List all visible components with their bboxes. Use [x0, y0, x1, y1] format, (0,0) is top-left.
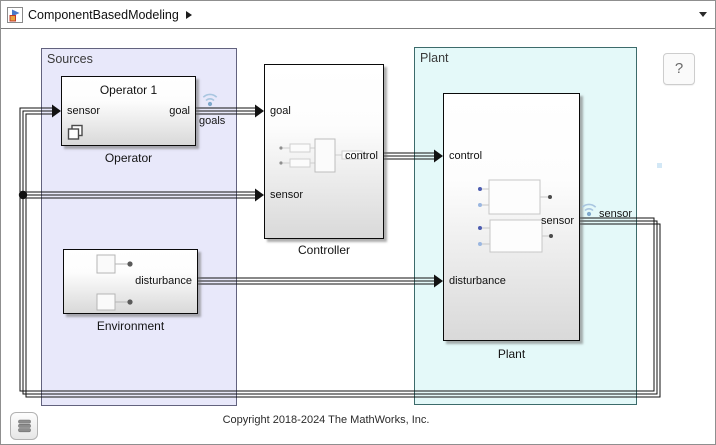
- wireless-icon[interactable]: [580, 200, 598, 217]
- port-label-goal: goal: [270, 105, 291, 117]
- port-label-control: control: [449, 150, 483, 162]
- wire-control[interactable]: [384, 152, 434, 160]
- stack-icon: [17, 419, 31, 433]
- arrowhead-icon: [255, 104, 264, 118]
- area-plant-label[interactable]: Plant: [420, 51, 449, 65]
- block-environment[interactable]: disturbance: [63, 249, 198, 314]
- dropdown-caret-icon[interactable]: [699, 12, 707, 17]
- port-label-disturbance: disturbance: [449, 275, 506, 287]
- block-plant-name[interactable]: Plant: [497, 347, 526, 361]
- signal-wires[interactable]: [1, 29, 715, 445]
- simulink-model-icon: [7, 6, 23, 23]
- copyright-annotation: Copyright 2018-2024 The MathWorks, Inc.: [222, 414, 430, 426]
- port-label-sensor: sensor: [67, 105, 101, 117]
- breadcrumb-caret-icon[interactable]: [185, 10, 192, 19]
- arrowhead-icon: [434, 274, 443, 288]
- port-label-sensor: sensor: [540, 215, 574, 227]
- area-sources-label[interactable]: Sources: [47, 52, 93, 66]
- block-plant[interactable]: control disturbance sensor: [443, 93, 580, 341]
- arrowhead-icon: [434, 149, 443, 163]
- block-operator-name[interactable]: Operator: [104, 151, 153, 165]
- wire-disturbance[interactable]: [198, 277, 434, 285]
- environment-content-preview: [96, 254, 133, 311]
- breadcrumb-bar: ComponentBasedModeling: [1, 1, 715, 29]
- port-label-goal: goal: [169, 105, 190, 117]
- signal-label-goals[interactable]: goals: [199, 115, 226, 127]
- model-canvas[interactable]: Sources Plant: [1, 29, 715, 445]
- wire-sensor-branch[interactable]: [20, 191, 255, 199]
- block-controller[interactable]: goal sensor control: [264, 64, 384, 239]
- wireless-icon[interactable]: [201, 90, 219, 107]
- wire-goal[interactable]: [196, 107, 255, 115]
- block-environment-name[interactable]: Environment: [96, 319, 165, 333]
- plant-content-preview: [478, 179, 553, 253]
- port-label-sensor: sensor: [270, 189, 304, 201]
- block-controller-name[interactable]: Controller: [297, 243, 351, 257]
- port-label-control: control: [344, 150, 378, 162]
- arrowhead-icon: [255, 188, 264, 202]
- port-label-disturbance: disturbance: [135, 275, 192, 287]
- help-button[interactable]: ?: [663, 53, 695, 85]
- wire-junction-dot: [18, 190, 28, 200]
- variant-badge-icon[interactable]: [67, 124, 84, 141]
- breadcrumb[interactable]: ComponentBasedModeling: [28, 7, 179, 22]
- wire-sensor-feedback[interactable]: [19, 107, 661, 398]
- block-operator-title: Operator 1: [99, 83, 158, 97]
- data-stack-button[interactable]: [10, 412, 38, 440]
- block-operator[interactable]: Operator 1 sensor goal: [61, 76, 196, 146]
- arrowhead-icon: [52, 104, 61, 118]
- controller-content-preview: [279, 138, 363, 173]
- signal-label-sensor[interactable]: sensor: [599, 208, 633, 220]
- stray-highlight-mark: [657, 163, 662, 168]
